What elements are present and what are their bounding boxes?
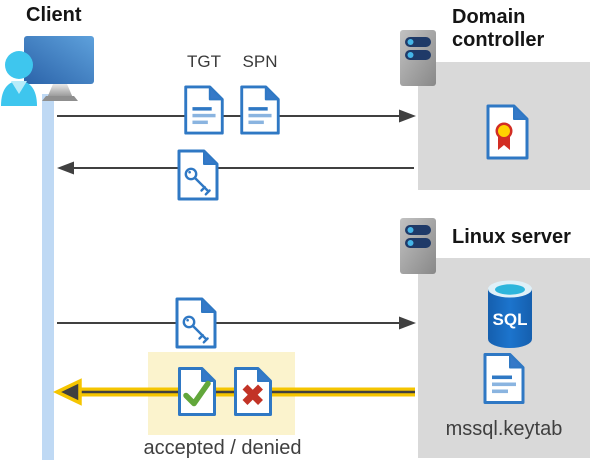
tgt-label: TGT [187, 52, 221, 71]
keytab-label: mssql.keytab [445, 418, 563, 440]
spn-document-icon [240, 85, 280, 135]
sql-badge-label: SQL [493, 310, 528, 329]
keytab-document-icon [483, 353, 525, 404]
key-document-icon [175, 297, 217, 349]
denied-x-document-icon [234, 367, 272, 416]
accepted-check-document-icon [178, 367, 216, 416]
client-label: Client [26, 4, 82, 26]
monitor-screen [24, 36, 94, 84]
arrow-client-to-linux [57, 316, 416, 330]
linux-server-label: Linux server [452, 226, 571, 248]
client-lifeline [42, 94, 54, 460]
server-icon [400, 218, 436, 274]
server-icon [400, 30, 436, 86]
key-document-icon [177, 149, 219, 201]
monitor-base [42, 96, 78, 101]
sql-database-icon: SQL [488, 280, 532, 348]
result-label: accepted / denied [143, 437, 302, 459]
tgt-document-icon [184, 85, 224, 135]
person-head [5, 51, 33, 79]
client-workstation-icon [1, 36, 94, 106]
monitor-stand [47, 84, 73, 98]
person-collar [11, 81, 27, 94]
arrow-dc-to-client [57, 161, 414, 175]
certificate-icon [486, 104, 529, 160]
domain-controller-label: Domain controller [452, 6, 545, 51]
spn-label: SPN [242, 52, 278, 71]
